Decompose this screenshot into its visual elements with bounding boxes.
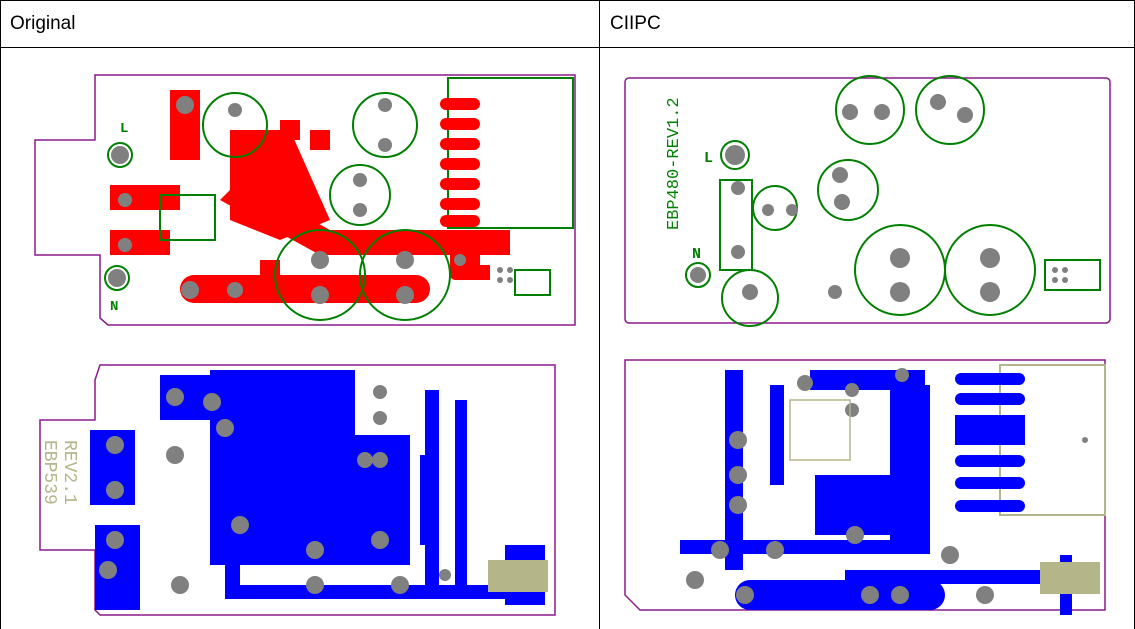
label-board-rev: REV2.1 bbox=[59, 440, 79, 505]
connector-tab bbox=[488, 560, 548, 592]
green-silk bbox=[104, 92, 551, 321]
header-original-label: Original bbox=[10, 13, 76, 34]
label-N: N bbox=[692, 246, 701, 263]
connector-j2-outline bbox=[447, 77, 574, 229]
blue-copper bbox=[90, 370, 545, 610]
original-bottom-pcb: EBP539 REV2.1 bbox=[39, 364, 556, 616]
label-board-name: EBP539 bbox=[39, 440, 59, 505]
original-top-pcb: L N bbox=[34, 74, 576, 326]
pads bbox=[108, 96, 513, 304]
pads bbox=[686, 368, 1088, 604]
label-board-name: EBP480-REV1.2 bbox=[665, 97, 684, 230]
table-border-middle bbox=[599, 0, 600, 629]
header-original: Original bbox=[0, 0, 599, 48]
header-ciipc: CIIPC bbox=[600, 0, 1134, 48]
board-outline bbox=[624, 77, 1111, 324]
pads bbox=[99, 385, 451, 594]
blue-copper bbox=[680, 370, 1095, 615]
label-N: N bbox=[110, 299, 118, 315]
connector-tab bbox=[1040, 562, 1100, 594]
red-traces bbox=[110, 90, 510, 303]
chip-outline bbox=[789, 399, 851, 461]
ciipc-bottom-pcb bbox=[624, 359, 1106, 615]
pads bbox=[690, 94, 1068, 302]
table-border-left bbox=[0, 0, 1, 629]
ciipc-top-pcb: EBP480-REV1.2 L N bbox=[624, 75, 1111, 327]
header-ciipc-label: CIIPC bbox=[610, 13, 661, 34]
label-L: L bbox=[704, 150, 713, 167]
board-outline bbox=[34, 74, 576, 326]
table-border-top bbox=[0, 0, 1135, 1]
label-L: L bbox=[120, 121, 128, 137]
